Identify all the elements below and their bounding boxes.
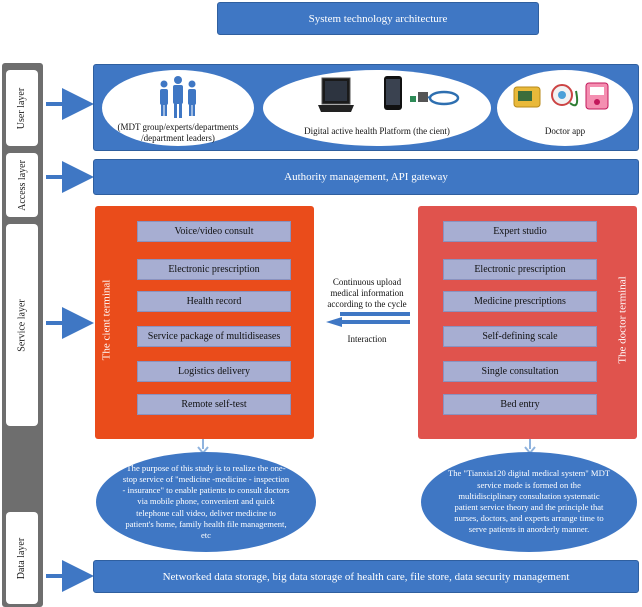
doctor-service-item: Bed entry xyxy=(443,394,597,415)
user-group-label: (MDT group/experts/departments /departme… xyxy=(117,122,239,143)
data-layer-bar: Networked data storage, big data storage… xyxy=(93,560,639,593)
doctor-service-item: Expert studio xyxy=(443,221,597,242)
access-layer-bar: Authority management, API gateway xyxy=(93,159,639,195)
client-description: The purpose of this study is to realize … xyxy=(122,462,290,540)
layer-label-data: Data layer xyxy=(6,512,38,604)
client-service-item: Remote self-test xyxy=(137,394,291,415)
doctor-service-item: Self-defining scale xyxy=(443,326,597,347)
doctor-service-item: Single consultation xyxy=(443,361,597,382)
return-arrow xyxy=(340,320,410,324)
platform-ellipse xyxy=(263,70,491,146)
layer-label-user: User layer xyxy=(6,70,38,146)
doctor-service-item: Electronic prescription xyxy=(443,259,597,280)
platform-devices xyxy=(318,76,460,112)
doctor-description-bubble: The "Tianxia120 digital medical system" … xyxy=(421,452,637,552)
upload-arrow xyxy=(340,312,410,316)
client-terminal-title-wrap: The cient terminal xyxy=(96,240,116,400)
laptop-icon xyxy=(318,77,354,112)
medical-devices-icon xyxy=(513,82,609,110)
diagram-title: System technology architecture xyxy=(217,2,539,35)
client-description-bubble: The purpose of this study is to realize … xyxy=(96,452,316,552)
interaction-arrows xyxy=(326,312,410,327)
cable-icon xyxy=(410,90,460,106)
people-group-icon xyxy=(160,76,196,118)
client-service-item: Logistics delivery xyxy=(137,361,291,382)
interaction-text: Interaction xyxy=(347,334,387,344)
layer-label-service: Service layer xyxy=(6,224,38,426)
client-service-item: Electronic prescription xyxy=(137,259,291,280)
client-service-item: Voice/video consult xyxy=(137,221,291,242)
doctor-description: The "Tianxia120 digital medical system" … xyxy=(447,468,611,535)
doctor-terminal-title: The doctor terminal xyxy=(617,276,630,364)
doctor-app-ellipse xyxy=(497,70,633,146)
layer-label-access: Access layer xyxy=(6,153,38,217)
client-service-item: Service package of multidiseases xyxy=(137,326,291,347)
doctor-app-label: Doctor app xyxy=(544,126,586,136)
doctor-service-item: Medicine prescriptions xyxy=(443,291,597,312)
client-terminal-title: The cient terminal xyxy=(100,279,113,361)
platform-label: Digital active health Platform (the cien… xyxy=(304,126,450,136)
doctor-terminal-title-wrap: The doctor terminal xyxy=(612,240,634,400)
smartphone-icon xyxy=(384,76,402,110)
upload-text: Continuous upload medical information ac… xyxy=(327,277,407,309)
return-arrow-head xyxy=(326,317,342,327)
client-service-item: Health record xyxy=(137,291,291,312)
